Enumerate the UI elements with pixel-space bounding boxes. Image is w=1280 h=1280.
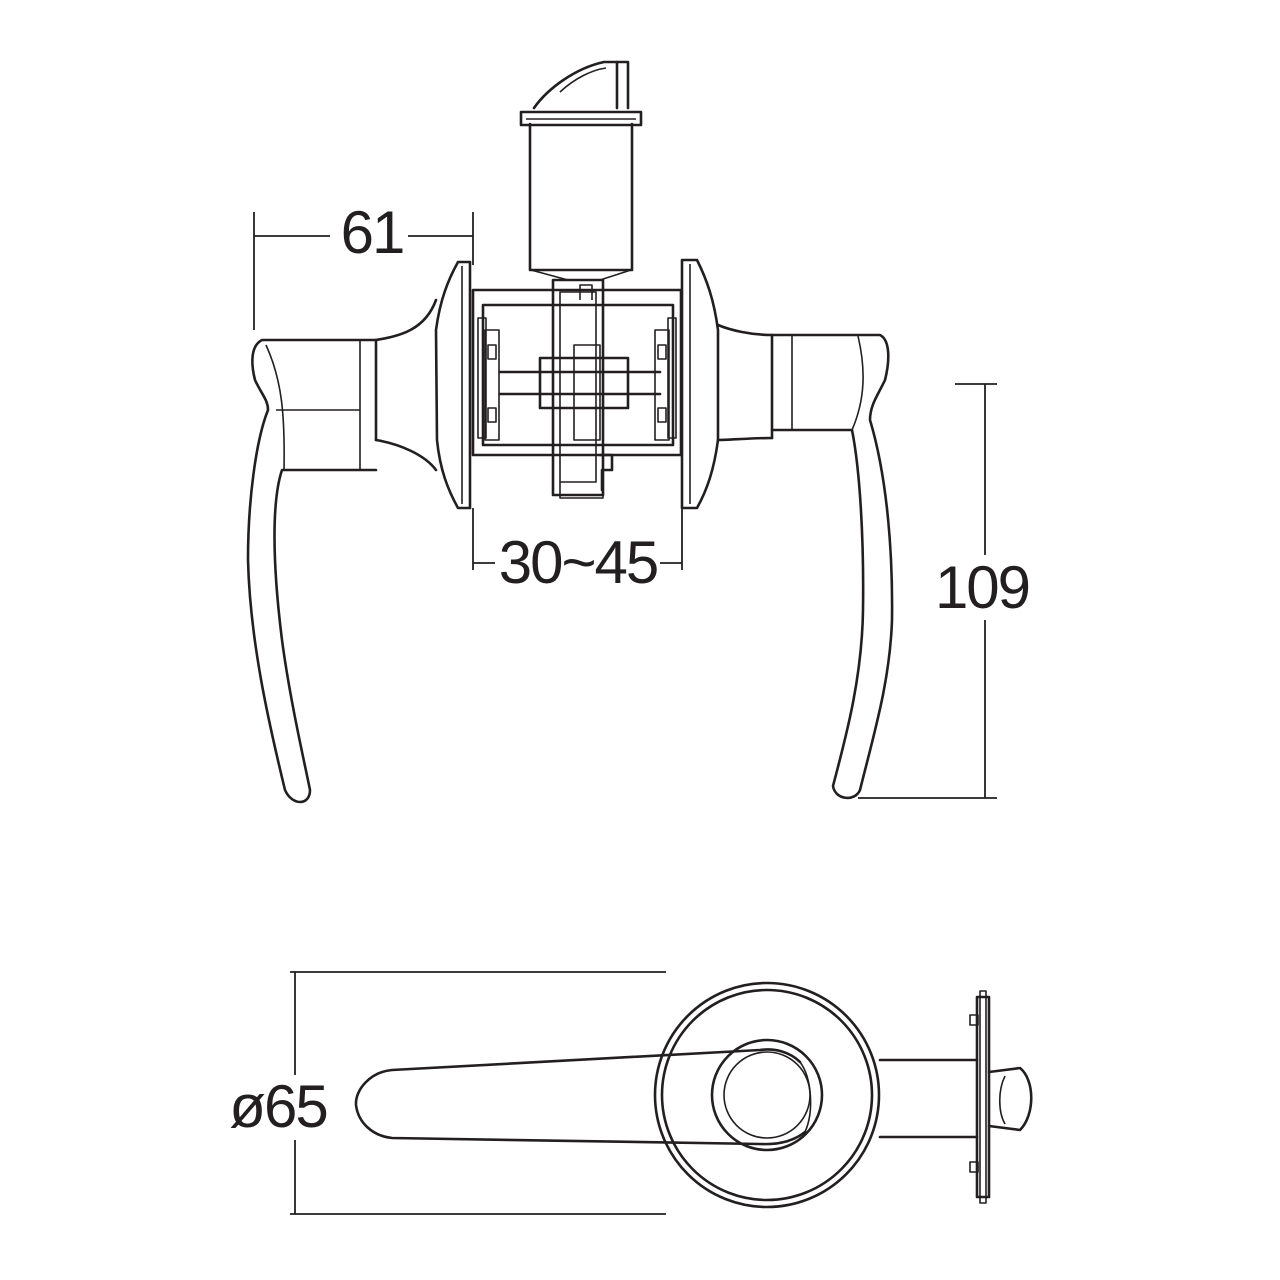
dimension-109-label: 109 [935,554,1029,621]
dimension-diameter-65-label: ø65 [229,1073,326,1140]
side-lever [354,1048,812,1146]
dimension-61-label: 61 [341,199,404,266]
rose-circles [653,981,881,1209]
right-lever-handle [770,333,894,800]
left-rose [374,260,472,510]
front-view: 61 30~45 109 [246,60,1031,804]
right-rose [680,258,774,510]
left-lever-handle [246,338,378,804]
side-view: ø65 [229,971,1033,1215]
dimension-109: 109 [858,383,1031,799]
dimension-30-45-label: 30~45 [499,529,658,596]
latch-faceplate [878,990,1033,1204]
lock-cylinder [519,60,643,281]
dimension-61: 61 [253,199,474,330]
latch-chassis [471,278,683,499]
dimension-diameter-65: ø65 [229,971,666,1215]
dimension-30-45: 30~45 [472,508,683,596]
